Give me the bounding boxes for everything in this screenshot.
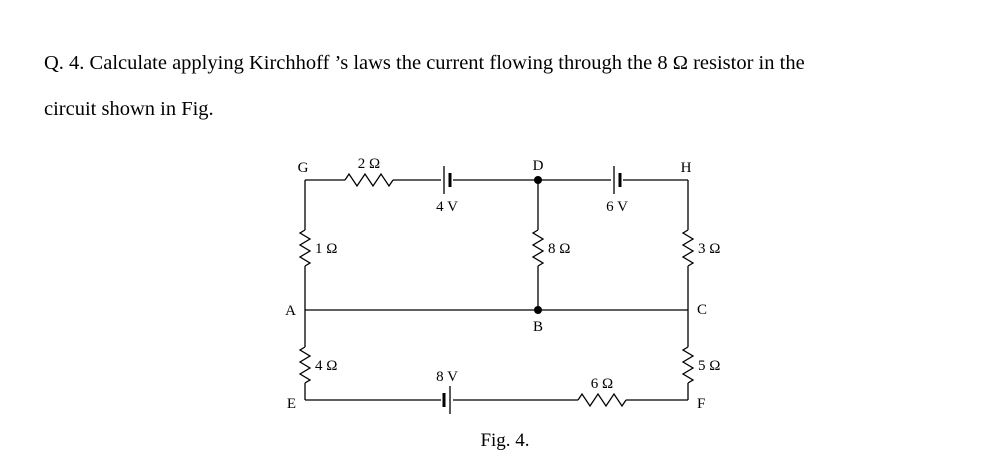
label-resistor-8ohm: 8 Ω	[548, 241, 570, 257]
circuit-figure: G D H A B C E F 2 Ω 4 V 6 V 1 Ω 8 Ω 3 Ω …	[285, 156, 720, 451]
label-resistor-6ohm: 6 Ω	[591, 376, 613, 392]
label-resistor-1ohm: 1 Ω	[315, 241, 337, 257]
battery-6v-symbol	[613, 166, 622, 194]
label-node-d: D	[533, 158, 544, 174]
resistor-6ohm-symbol	[577, 392, 627, 408]
figure-caption: Fig. 4.	[480, 430, 529, 451]
label-battery-6v: 6 V	[606, 199, 628, 215]
resistor-5ohm-symbol	[681, 346, 695, 384]
node-labels: G D H A B C E F	[285, 158, 707, 412]
label-resistor-4ohm: 4 Ω	[315, 358, 337, 374]
label-node-a: A	[285, 303, 296, 319]
battery-4v-symbol	[443, 166, 452, 194]
junction-dot-d	[534, 176, 542, 184]
label-node-h: H	[681, 160, 692, 176]
label-battery-4v: 4 V	[436, 199, 458, 215]
label-node-b: B	[533, 319, 543, 335]
resistor-4ohm-symbol	[298, 346, 312, 384]
label-node-e: E	[287, 396, 296, 412]
label-node-c: C	[697, 302, 707, 318]
label-resistor-5ohm: 5 Ω	[698, 358, 720, 374]
component-labels: 2 Ω 4 V 6 V 1 Ω 8 Ω 3 Ω 4 Ω 5 Ω 8 V 6 Ω	[315, 156, 720, 392]
resistor-3ohm-symbol	[681, 229, 695, 267]
resistor-8ohm-symbol	[531, 229, 545, 267]
label-resistor-3ohm: 3 Ω	[698, 241, 720, 257]
label-node-g: G	[298, 160, 309, 176]
label-battery-8v: 8 V	[436, 369, 458, 385]
resistor-2ohm-symbol	[344, 172, 394, 188]
label-node-f: F	[697, 396, 705, 412]
junction-dot-b	[534, 306, 542, 314]
resistor-1ohm-symbol	[298, 229, 312, 267]
question-line-1: Q. 4. Calculate applying Kirchhoff ’s la…	[44, 52, 805, 74]
battery-8v-symbol	[442, 386, 451, 414]
circuit-resistors	[298, 172, 695, 408]
circuit-wires	[304, 179, 689, 401]
label-resistor-2ohm: 2 Ω	[358, 156, 380, 172]
question-line-2: circuit shown in Fig.	[44, 98, 214, 120]
question-text: Q. 4. Calculate applying Kirchhoff ’s la…	[44, 40, 954, 132]
